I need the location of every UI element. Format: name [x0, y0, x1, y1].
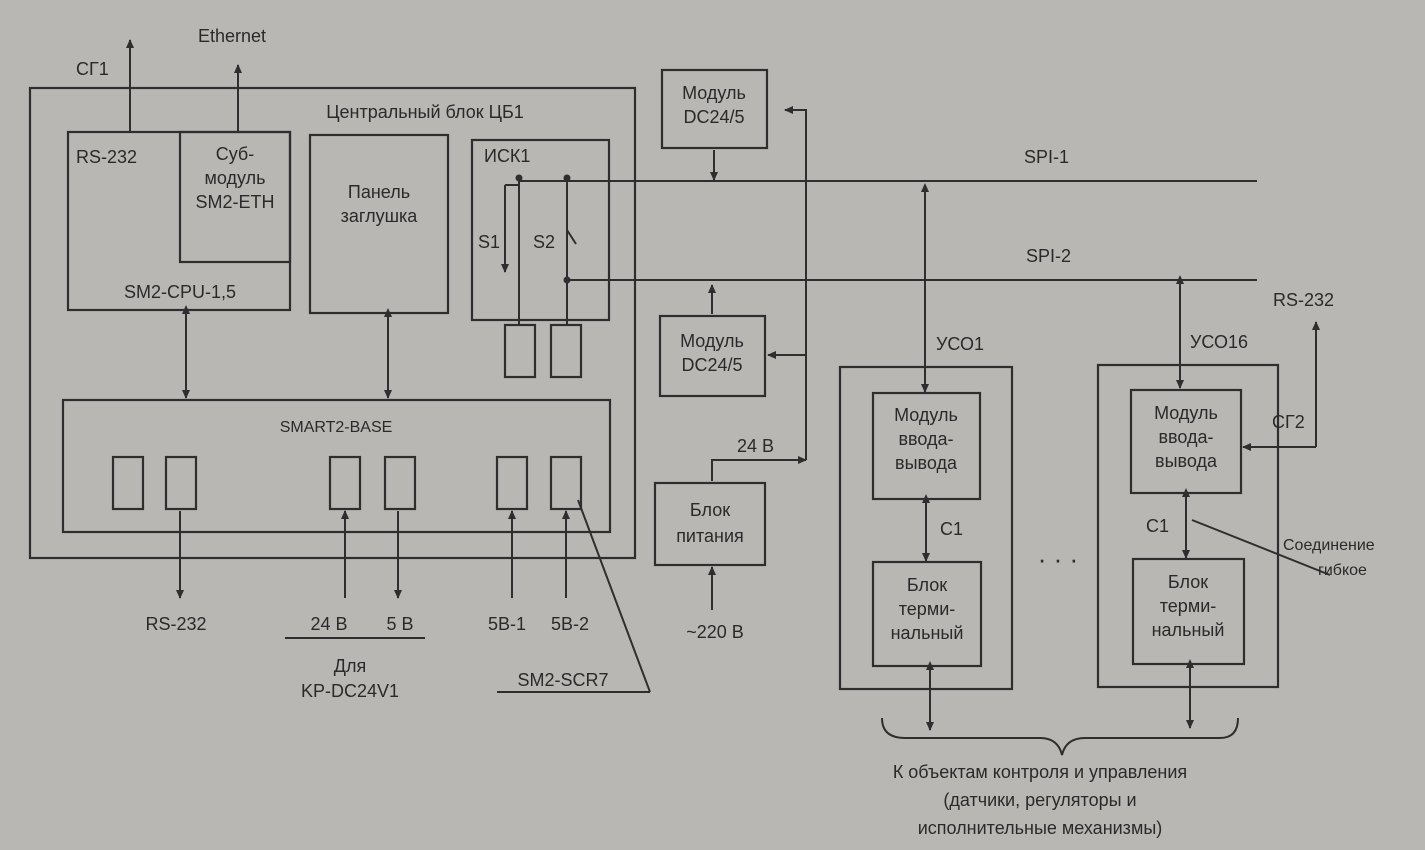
term16-line-1: Блок [1168, 572, 1208, 592]
spi-buses: SPI-1 SPI-2 [519, 147, 1257, 281]
panel-line-1: Панель [348, 182, 410, 202]
base-slot-1 [111, 455, 145, 511]
base-slot-4 [383, 455, 417, 511]
kp-label: KP-DC24V1 [301, 681, 399, 701]
central-block-title: Центральный блок ЦБ1 [326, 102, 524, 122]
cpu-label: SM2-CPU-1,5 [124, 282, 236, 302]
io16-line-2: ввода- [1158, 427, 1213, 447]
submodule-line-2: модуль [205, 168, 266, 188]
psu-block: Блок питания ~220 В [653, 481, 767, 642]
b5-2-label: 5В-2 [551, 614, 589, 634]
sg1-output: СГ1 [76, 39, 134, 132]
psu-line-2: питания [676, 526, 744, 546]
isk1-connector-2 [549, 323, 583, 379]
term1-line-3: нальный [891, 623, 964, 643]
scr-label: SM2-SCR7 [517, 670, 608, 690]
term1-line-1: Блок [907, 575, 947, 595]
dc-module-top: Модуль DC24/5 [660, 68, 769, 150]
panel-line-2: заглушка [341, 206, 419, 226]
v24-line-label: 24 В [737, 436, 774, 456]
rs232-right-label: RS-232 [1273, 290, 1334, 310]
objects-brace [881, 717, 1239, 756]
flex-line-2: гибкое [1318, 562, 1367, 579]
ellipsis: · · · [1038, 544, 1078, 574]
psu-line-1: Блок [690, 500, 730, 520]
power-24v-line: 24 В [711, 106, 807, 481]
base-label: SMART2-BASE [280, 419, 393, 436]
dc-mid-line-2: DC24/5 [681, 355, 742, 375]
dc-mid-line-1: Модуль [680, 331, 744, 351]
isk1-module: ИСК1 S1 S2 [470, 138, 611, 379]
objects-line-3: исполнительные механизмы) [918, 818, 1163, 838]
for-label: Для [334, 656, 366, 676]
cpu-rs232-label: RS-232 [76, 147, 137, 167]
term16-line-2: терми- [1160, 596, 1217, 616]
bottom-24v-label: 24 В [310, 614, 347, 634]
v220-label: ~220 В [686, 622, 744, 642]
submodule-line-3: SM2-ETH [195, 192, 274, 212]
bottom-5v-label: 5 В [386, 614, 413, 634]
dc-top-line-1: Модуль [682, 83, 746, 103]
base-slot-3 [328, 455, 362, 511]
uso1-unit: УСО1 Модуль ввода- вывода С1 Блок терми-… [838, 183, 1014, 731]
objects-line-2: (датчики, регуляторы и [943, 790, 1136, 810]
sg1-label: СГ1 [76, 59, 109, 79]
uso1-label: УСО1 [936, 334, 984, 354]
dc-module-mid: Модуль DC24/5 [658, 314, 767, 398]
io1-line-2: ввода- [898, 429, 953, 449]
isk1-connector-1 [503, 323, 537, 379]
ethernet-label: Ethernet [198, 26, 266, 46]
central-block: Центральный блок ЦБ1 RS-232 Суб- модуль … [28, 86, 637, 560]
ethernet-output: Ethernet [198, 26, 266, 132]
c1-left-label: С1 [940, 519, 963, 539]
base-slot-6 [549, 455, 583, 511]
eth-submodule [178, 130, 292, 264]
sg2-label: СГ2 [1272, 412, 1305, 432]
base-slot-5 [495, 455, 529, 511]
spi2-label: SPI-2 [1026, 246, 1071, 266]
isk1-label: ИСК1 [484, 146, 530, 166]
uso16-label: УСО16 [1190, 332, 1248, 352]
s1-label: S1 [478, 232, 500, 252]
dc-top-line-2: DC24/5 [683, 107, 744, 127]
term16-line-3: нальный [1152, 620, 1225, 640]
uso16-unit: УСО16 Модуль ввода- вывода С1 Блок терми… [1096, 275, 1375, 729]
bottom-rs232-label: RS-232 [145, 614, 206, 634]
submodule-line-1: Суб- [216, 144, 255, 164]
io1-line-3: вывода [895, 453, 958, 473]
c1-right-label: С1 [1146, 516, 1169, 536]
io16-line-3: вывода [1155, 451, 1218, 471]
io16-line-1: Модуль [1154, 403, 1218, 423]
blank-panel: Панель заглушка [308, 133, 450, 315]
io1-line-1: Модуль [894, 405, 958, 425]
term1-line-2: терми- [899, 599, 956, 619]
cpu-module: RS-232 Суб- модуль SM2-ETH SM2-CPU-1,5 [66, 130, 292, 312]
smart2-base: SMART2-BASE [61, 398, 612, 534]
spi1-label: SPI-1 [1024, 147, 1069, 167]
b5-1-label: 5В-1 [488, 614, 526, 634]
flex-line-1: Соединение [1283, 537, 1375, 554]
base-slot-2 [164, 455, 198, 511]
objects-line-1: К объектам контроля и управления [893, 762, 1187, 782]
bottom-connections: RS-232 24 В 5 В Для KP-DC24V1 5В-1 5В-2 … [145, 499, 651, 701]
s2-label: S2 [533, 232, 555, 252]
